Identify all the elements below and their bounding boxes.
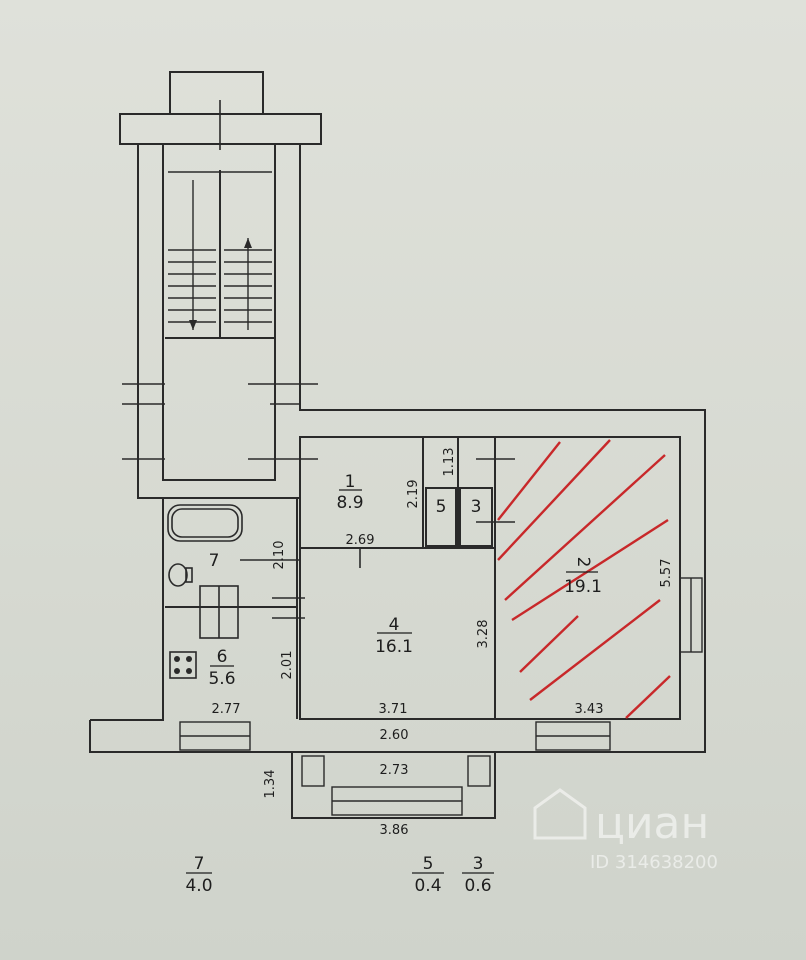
dim-1-13: 1.13 [442, 448, 457, 477]
stair-cap [169, 71, 264, 115]
dim-2-01: 2.01 [280, 651, 295, 680]
outer-left-lower [90, 498, 164, 721]
dim-1-34: 1.34 [263, 770, 278, 799]
room-4-area: 16.1 [375, 637, 413, 657]
stove-burners [174, 656, 192, 674]
legend-5-area: 0.4 [414, 876, 441, 896]
closet-5 [425, 487, 457, 547]
fixtures [167, 504, 243, 679]
stair-left-wall [137, 144, 165, 499]
watermark-brand: циан [595, 798, 709, 849]
room-2-number: 2 [573, 557, 593, 568]
dim-5-57: 5.57 [659, 559, 674, 588]
dimension-labels: 1.13 2.19 2.69 2.10 5.57 3.28 2.01 2.77 … [212, 448, 674, 838]
dim-3-28: 3.28 [476, 620, 491, 649]
room-6-area: 5.6 [208, 669, 235, 689]
legend-5-number: 5 [423, 854, 434, 874]
dim-3-71: 3.71 [379, 702, 408, 717]
toilet-tank [185, 567, 193, 583]
room-1-area: 8.9 [336, 493, 363, 513]
dim-2-73: 2.73 [380, 763, 409, 778]
outer-right-wall [89, 144, 706, 753]
walls [89, 71, 706, 819]
stair-arrows [189, 238, 252, 330]
legend-7-area: 4.0 [185, 876, 212, 896]
dim-2-77: 2.77 [212, 702, 241, 717]
loggia [291, 751, 496, 819]
apartment-inner [299, 436, 681, 720]
windows [179, 577, 703, 816]
dim-2-60: 2.60 [380, 728, 409, 743]
toilet-icon [168, 563, 188, 587]
dim-2-10: 2.10 [272, 541, 287, 570]
room-5-number: 5 [436, 497, 447, 517]
room-4-number: 4 [389, 615, 400, 635]
room-1-number: 1 [345, 472, 356, 492]
room-labels: 1 8.9 2 19.1 3 4 16.1 5 6 5.6 7 [208, 472, 601, 689]
closet-3 [459, 487, 493, 547]
legend-7-number: 7 [194, 854, 205, 874]
room-3-number: 3 [471, 497, 482, 517]
stair-steps [168, 171, 272, 330]
dim-3-86: 3.86 [380, 823, 409, 838]
room-6-number: 6 [217, 647, 228, 667]
openings [122, 100, 515, 619]
legend-3-area: 0.6 [464, 876, 491, 896]
dim-2-19: 2.19 [406, 480, 421, 509]
room-2-area: 19.1 [564, 577, 602, 597]
room-2-hatching [497, 439, 671, 719]
watermark-id: ID 314638200 [590, 852, 718, 873]
watermark: циан ID 314638200 [533, 788, 718, 873]
cian-logo-icon [533, 788, 587, 840]
dim-2-69: 2.69 [346, 533, 375, 548]
bathtub-inner [171, 508, 239, 538]
legend-3-number: 3 [473, 854, 484, 874]
stair-inner [162, 144, 276, 481]
dim-3-43: 3.43 [575, 702, 604, 717]
area-legend: 7 4.0 5 0.4 3 0.6 [185, 854, 494, 896]
bathtub-icon [167, 504, 243, 542]
stove-icon [169, 651, 197, 679]
room-7-number: 7 [209, 551, 220, 571]
